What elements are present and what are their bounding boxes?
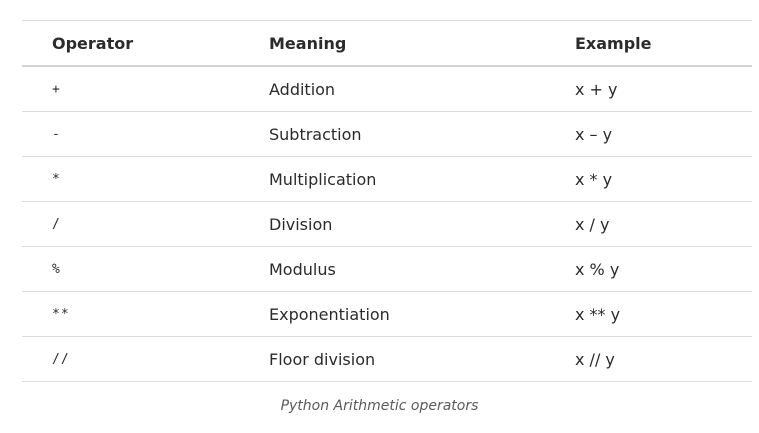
meaning-cell: Division <box>269 214 333 234</box>
meaning-cell: Modulus <box>269 259 336 279</box>
meaning-cell: Exponentiation <box>269 304 390 324</box>
example-cell: x * y <box>575 169 613 189</box>
operators-table: Operator Meaning Example + Addition x + … <box>22 20 752 382</box>
example-cell: x + y <box>575 79 618 99</box>
example-cell: x ** y <box>575 304 621 324</box>
operator-cell: // <box>52 351 70 367</box>
example-cell: x % y <box>575 259 620 279</box>
header-meaning: Meaning <box>269 33 347 53</box>
table-row: - Subtraction x – y <box>22 112 752 157</box>
meaning-cell: Floor division <box>269 349 376 369</box>
table-row: % Modulus x % y <box>22 247 752 292</box>
operator-cell: + <box>52 81 61 97</box>
operator-cell: ** <box>52 306 70 322</box>
table-row: ** Exponentiation x ** y <box>22 292 752 337</box>
operator-cell: * <box>52 171 61 187</box>
table-row: / Division x / y <box>22 202 752 247</box>
table-header-row: Operator Meaning Example <box>22 21 752 66</box>
example-cell: x / y <box>575 214 610 234</box>
table-caption: Python Arithmetic operators <box>280 398 479 414</box>
table-row: // Floor division x // y <box>22 337 752 382</box>
meaning-cell: Addition <box>269 79 336 99</box>
operator-cell: - <box>52 126 61 142</box>
meaning-cell: Subtraction <box>269 124 362 144</box>
header-operator: Operator <box>52 33 134 53</box>
example-cell: x // y <box>575 349 615 369</box>
operator-cell: % <box>52 261 61 277</box>
header-example: Example <box>575 33 652 53</box>
table-row: * Multiplication x * y <box>22 157 752 202</box>
example-cell: x – y <box>575 124 613 144</box>
operator-cell: / <box>52 216 61 232</box>
operators-table-container: Operator Meaning Example + Addition x + … <box>22 20 752 382</box>
table-row: + Addition x + y <box>22 66 752 112</box>
meaning-cell: Multiplication <box>269 169 377 189</box>
